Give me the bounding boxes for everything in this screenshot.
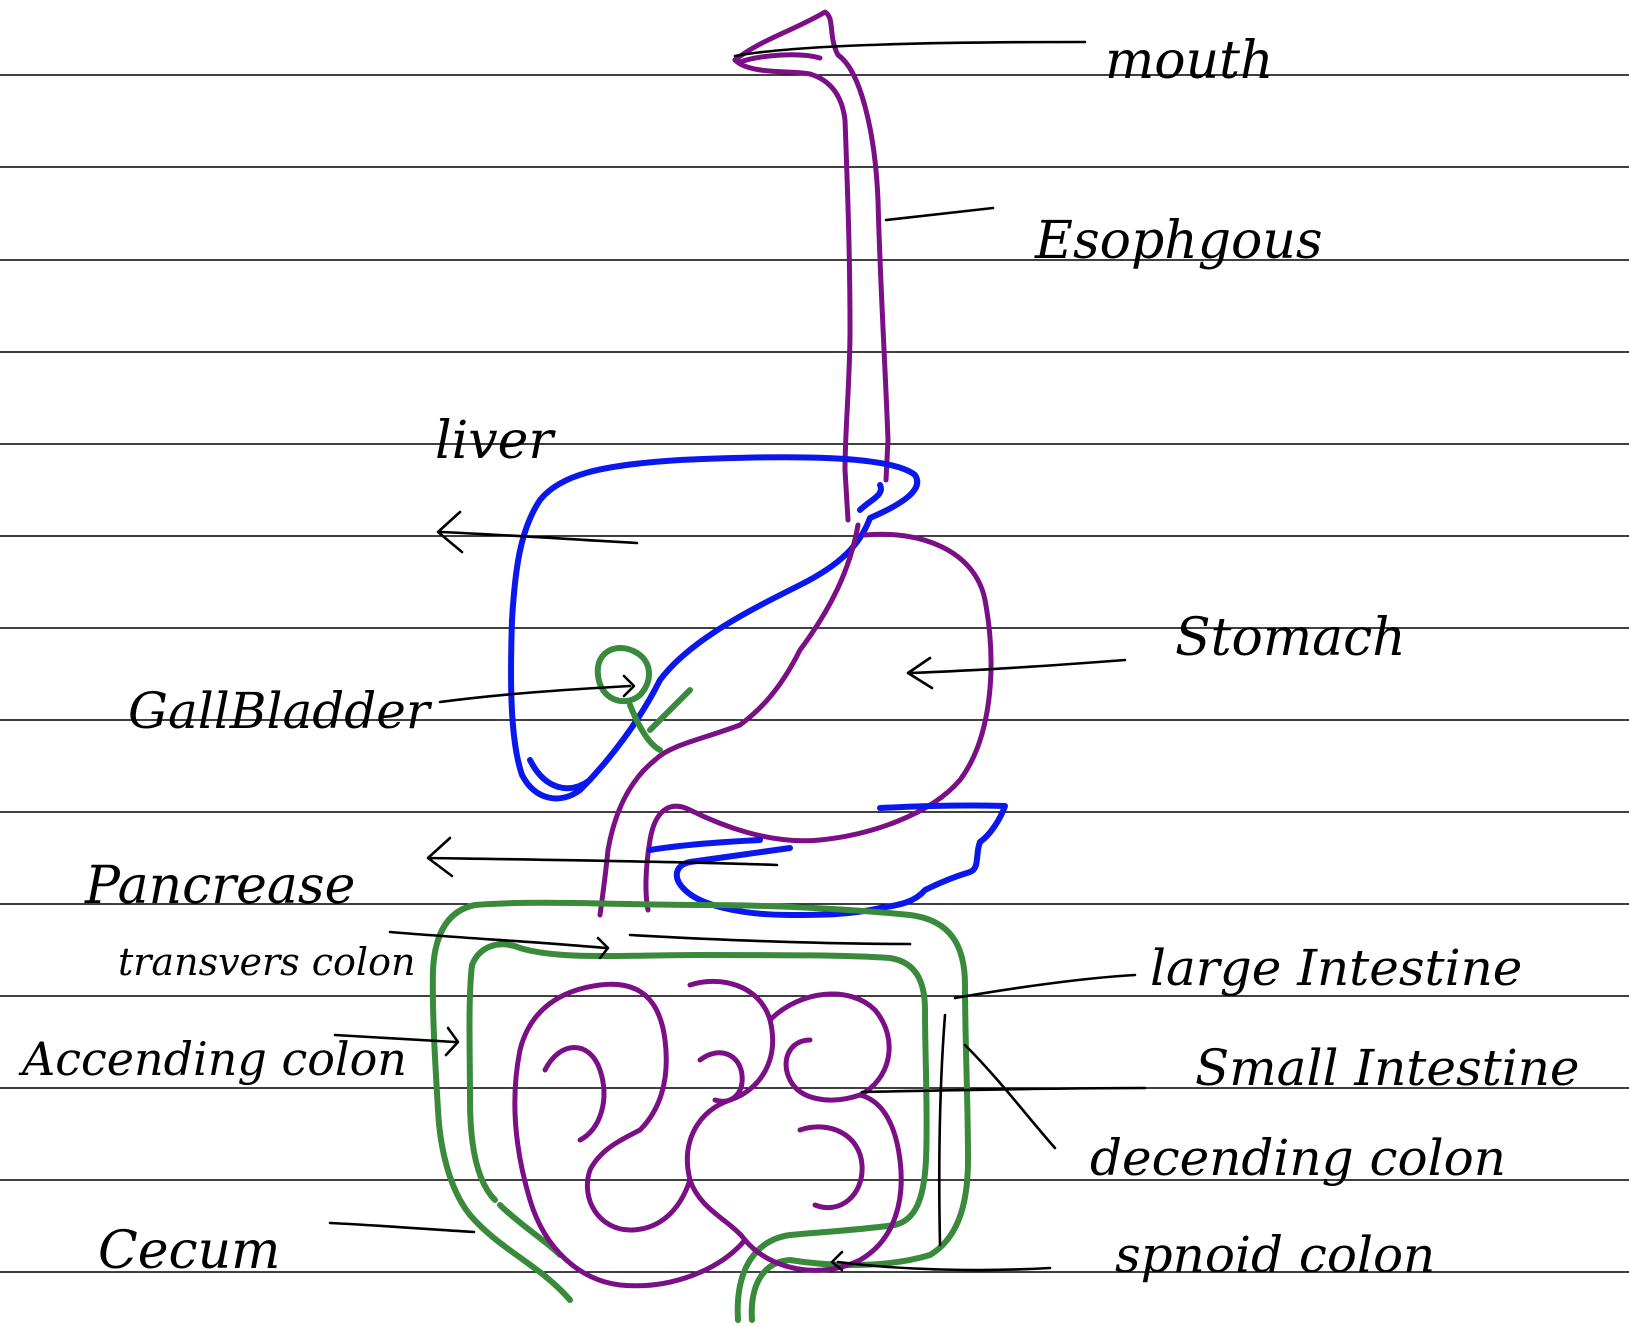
label-cecum: Cecum [98, 1221, 280, 1281]
large-intestine-leader [955, 975, 1135, 998]
esophagus-leader [886, 208, 993, 220]
small-intestine-shape [515, 981, 901, 1285]
label-small-intestine: Small Intestine [1195, 1039, 1580, 1097]
label-pancreas: Pancrease [84, 856, 355, 916]
label-gallbladder: GallBladder [128, 682, 433, 740]
transverse-colon-ref [630, 935, 910, 944]
pancreas-shape [650, 806, 1005, 915]
descending-colon-leader [965, 1045, 1055, 1148]
stomach-arrow [908, 658, 1125, 688]
cecum-leader [330, 1223, 474, 1232]
label-mouth: mouth [1105, 31, 1274, 91]
label-descending-colon: decending colon [1090, 1129, 1506, 1187]
label-stomach: Stomach [1175, 608, 1406, 668]
label-esophagus: Esophgous [1034, 211, 1323, 271]
label-liver: liver [435, 411, 556, 471]
descending-colon-mark [939, 1015, 945, 1245]
label-transverse-colon: transvers colon [118, 940, 415, 984]
leader-lines [330, 42, 1145, 1270]
liver-arrow [438, 512, 637, 552]
label-ascending-colon: Accending colon [18, 1032, 407, 1086]
label-sigmoid-colon: spnoid colon [1115, 1226, 1435, 1284]
label-large-intestine: large Intestine [1150, 939, 1522, 997]
